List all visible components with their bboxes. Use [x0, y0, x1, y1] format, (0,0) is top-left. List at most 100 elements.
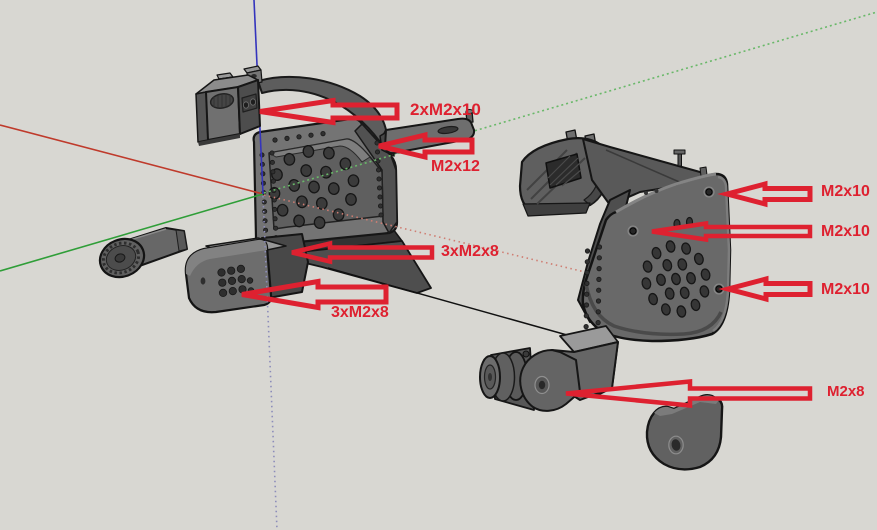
- hole: [584, 259, 590, 265]
- hole: [217, 268, 226, 277]
- hole: [300, 164, 313, 178]
- pivot-bracket: [519, 349, 581, 412]
- hole: [596, 287, 602, 293]
- hole: [308, 132, 314, 138]
- hole: [595, 309, 601, 315]
- hole: [272, 137, 278, 143]
- hole: [320, 165, 332, 179]
- side-arm-pin-top: [465, 109, 474, 114]
- hole: [270, 178, 276, 184]
- hole: [596, 255, 602, 261]
- hole: [583, 313, 589, 319]
- side-arm-bar: [384, 117, 476, 155]
- arrow-m2x10-bot: [718, 275, 813, 303]
- hole: [681, 242, 692, 255]
- hole: [686, 272, 696, 285]
- callout-arrows: [241, 97, 813, 408]
- hole: [327, 182, 340, 196]
- hole: [375, 167, 381, 173]
- callout-label-m2x10-bot: M2x10: [821, 281, 870, 298]
- hole: [376, 185, 382, 191]
- hole: [595, 298, 602, 304]
- left-plate-part[interactable]: [252, 117, 432, 294]
- plate-right-rim: [712, 175, 731, 333]
- knob-hub: [114, 253, 126, 263]
- right-plate-hole-pattern: [583, 189, 711, 330]
- hole: [236, 264, 245, 273]
- callout-label-3xm2x8-lower: 3xM2x8: [331, 304, 389, 321]
- knob-spline-teeth: [101, 241, 141, 275]
- hole: [218, 278, 227, 287]
- hole: [583, 302, 590, 308]
- hole: [374, 140, 380, 146]
- hole: [642, 260, 653, 273]
- teardrop-hole: [671, 439, 681, 451]
- teardrop-hole-ring: [668, 435, 684, 455]
- hole: [276, 203, 289, 217]
- block-cap-highlight: [185, 239, 267, 276]
- hole: [699, 285, 710, 298]
- pivot-hole: [538, 380, 546, 390]
- hole: [596, 276, 602, 282]
- hole: [323, 146, 335, 160]
- block-side-hole: [200, 277, 206, 285]
- right-assembly-part[interactable]: [479, 129, 732, 412]
- plate-rim-highlight: [615, 172, 717, 214]
- hole: [676, 305, 687, 318]
- hole: [378, 212, 384, 218]
- hole: [584, 248, 591, 254]
- green-axis-dotted: [263, 11, 877, 194]
- hole: [246, 277, 254, 284]
- right-bracket-lip: [522, 202, 591, 217]
- hole: [690, 298, 701, 312]
- bracket-opening: [545, 153, 582, 189]
- hole: [584, 291, 590, 297]
- hole: [345, 192, 357, 206]
- hole: [584, 269, 590, 276]
- hole: [583, 323, 589, 330]
- knob-part[interactable]: [94, 227, 188, 283]
- hole: [700, 268, 711, 281]
- hole: [261, 199, 267, 205]
- hole: [671, 272, 681, 286]
- hole: [272, 216, 278, 222]
- hole: [654, 189, 659, 193]
- hole: [283, 152, 296, 166]
- hole: [644, 191, 648, 195]
- callout-label-3xm2x8-upper: 3xM2x8: [441, 243, 499, 260]
- pivot-pin: [522, 350, 530, 358]
- hole: [227, 266, 236, 275]
- plate-roll-band: [268, 138, 371, 163]
- hole: [272, 206, 278, 212]
- edge-pin-top: [673, 149, 686, 155]
- callout-label-2xm2x10: 2xM2x10: [410, 100, 481, 119]
- hole: [665, 240, 676, 253]
- hole: [347, 174, 360, 188]
- arrow-3xm2x8-upper: [291, 240, 435, 265]
- hole: [596, 244, 603, 250]
- hole: [269, 159, 275, 165]
- arrow-m2x10-top: [717, 180, 813, 208]
- hole: [332, 208, 345, 222]
- hole: [677, 258, 688, 271]
- knurl-lines: [213, 95, 231, 107]
- side-arm-slot: [437, 125, 459, 135]
- hole: [302, 144, 315, 158]
- green-axis: [0, 193, 264, 272]
- construction-line: [327, 267, 568, 336]
- hole: [270, 169, 276, 175]
- hole: [584, 280, 590, 286]
- hole: [664, 287, 675, 300]
- hole: [679, 286, 690, 299]
- hole: [313, 216, 326, 230]
- blue-axis-dotted: [262, 195, 278, 530]
- left-bracket-part[interactable]: [195, 65, 387, 146]
- hole: [228, 286, 237, 296]
- callout-label-m2x8: M2x8: [827, 383, 865, 400]
- hole: [662, 259, 673, 272]
- hole: [284, 135, 290, 141]
- arrow-m2x10-mid: [651, 220, 813, 243]
- hole: [375, 158, 381, 164]
- arm-crease: [605, 149, 685, 185]
